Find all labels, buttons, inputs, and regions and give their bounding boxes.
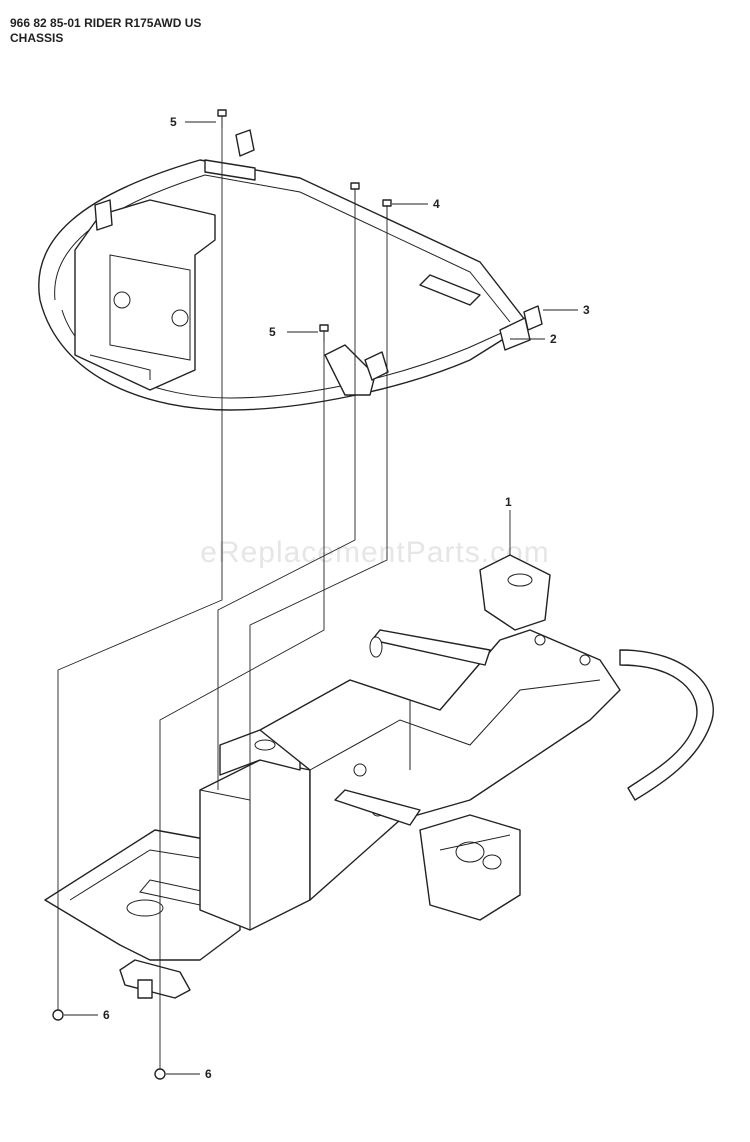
clip-part xyxy=(235,129,543,331)
callout-pointers xyxy=(64,121,578,1075)
callout-5-upper: 5 xyxy=(170,115,177,129)
bolt-parts xyxy=(217,109,392,342)
nut-parts xyxy=(52,1009,166,1080)
callout-6-bottom: 6 xyxy=(205,1067,212,1081)
callout-6-left: 6 xyxy=(103,1008,110,1022)
section-title: CHASSIS xyxy=(10,31,64,45)
watermark: eReplacementParts.com xyxy=(200,536,550,569)
callout-5-lower: 5 xyxy=(269,325,276,339)
model-number-title: 966 82 85-01 RIDER R175AWD US xyxy=(10,16,202,30)
seat-bracket-part xyxy=(74,199,216,391)
callout-2: 2 xyxy=(550,332,557,346)
callout-4: 4 xyxy=(433,197,440,211)
support-bracket-part xyxy=(324,344,389,396)
leader-lines xyxy=(57,128,388,1069)
main-chassis-part xyxy=(44,554,714,999)
callout-3: 3 xyxy=(583,303,590,317)
diagram-title: 966 82 85-01 RIDER R175AWD US CHASSIS xyxy=(10,16,201,46)
callout-1: 1 xyxy=(505,495,512,509)
